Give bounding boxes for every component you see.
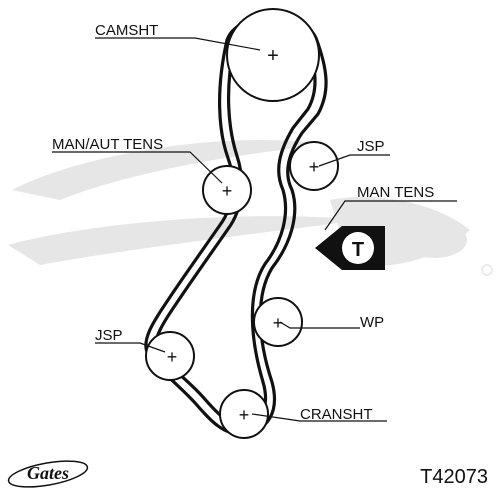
svg-text:+: +	[309, 157, 320, 177]
svg-text:+: +	[267, 45, 279, 67]
gates-logo-text: Gates	[27, 463, 69, 483]
label-wp: WP	[360, 314, 384, 331]
man-aut-tensioner-pulley: +	[202, 165, 252, 215]
label-man-tens: MAN TENS	[357, 184, 434, 201]
label-jsp-upper: JSP	[357, 138, 385, 155]
label-man-aut-tens: MAN/AUT TENS	[52, 136, 163, 153]
jsp-upper-pulley: +	[289, 141, 339, 191]
jsp-lower-pulley: +	[145, 331, 195, 381]
label-jsp-lower: JSP	[95, 327, 123, 344]
gates-watermark	[8, 140, 493, 276]
tensioner-badge-letter: T	[352, 239, 364, 261]
leader-lines	[52, 37, 457, 422]
svg-text:+: +	[273, 313, 284, 333]
svg-text:+: +	[239, 405, 250, 425]
water-pump-pulley: +	[253, 297, 303, 347]
tensioner-badge: T	[315, 226, 385, 270]
gates-logo: Gates	[7, 460, 89, 488]
part-number: T42073	[420, 466, 488, 488]
label-cransht: CRANSHT	[300, 406, 373, 423]
crankshaft-pulley: +	[219, 389, 269, 439]
camshaft-pulley: +	[226, 8, 320, 102]
label-camsht: CAMSHT	[95, 22, 158, 39]
svg-text:+: +	[167, 347, 178, 367]
svg-text:+: +	[222, 181, 233, 201]
